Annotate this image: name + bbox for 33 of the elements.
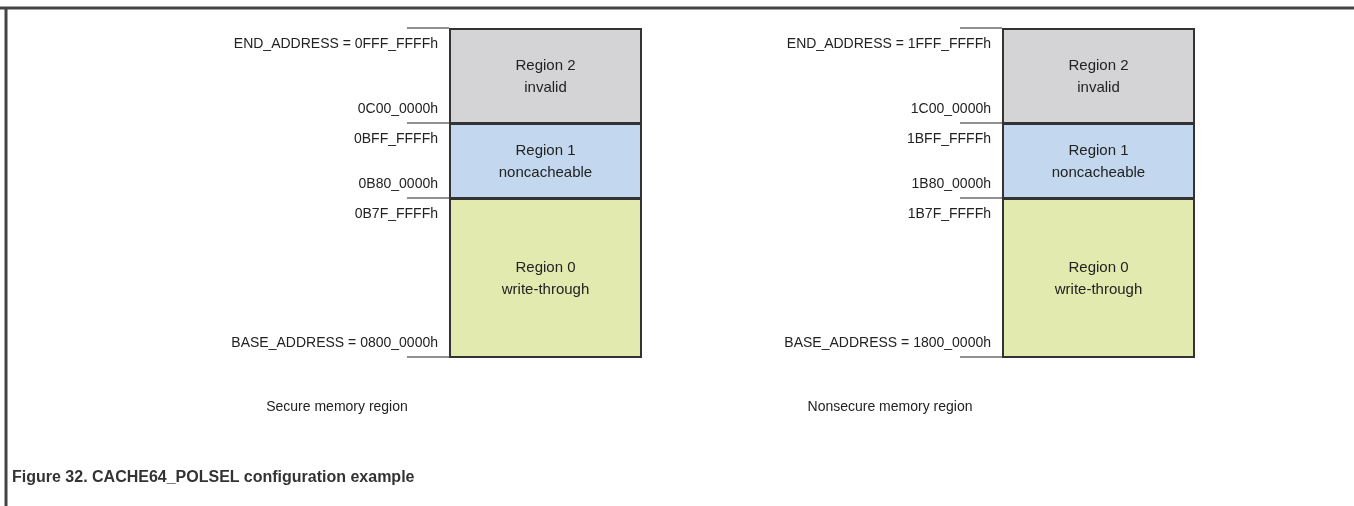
address-label: END_ADDRESS = 0FFF_FFFFh	[233, 35, 438, 51]
address-label: BASE_ADDRESS = 0800_0000h	[231, 334, 438, 350]
address-label: 0B80_0000h	[358, 175, 438, 191]
memory-region-box	[449, 28, 642, 124]
address-label: 0C00_0000h	[357, 100, 438, 116]
region-attribute: noncacheable	[498, 162, 593, 182]
address-label: 0BFF_FFFFh	[354, 130, 438, 146]
figure-caption: Figure 32. CACHE64_POLSEL configuration example	[12, 468, 415, 486]
panel-caption: Secure memory region	[266, 398, 408, 414]
region-name: Region 0	[1068, 257, 1129, 277]
region-attribute: noncacheable	[1051, 162, 1146, 182]
memory-region-box	[449, 123, 642, 199]
region-name: Region 1	[515, 140, 576, 160]
region-name: Region 1	[1068, 140, 1129, 160]
panel-caption: Nonsecure memory region	[807, 398, 973, 414]
address-label: 1B7F_FFFFh	[907, 205, 991, 221]
region-name: Region 2	[1068, 55, 1129, 75]
memory-region-box	[1002, 198, 1195, 358]
address-label: 0B7F_FFFFh	[354, 205, 438, 221]
address-label: END_ADDRESS = 1FFF_FFFFh	[786, 35, 991, 51]
address-label: 1C00_0000h	[910, 100, 991, 116]
region-attribute: write-through	[1054, 279, 1143, 299]
memory-region-box	[1002, 28, 1195, 124]
region-name: Region 2	[515, 55, 576, 75]
region-name: Region 0	[515, 257, 576, 277]
region-attribute: invalid	[524, 77, 567, 97]
memory-region-box	[449, 198, 642, 358]
memory-region-box	[1002, 123, 1195, 199]
address-label: 1B80_0000h	[911, 175, 991, 191]
address-label: 1BFF_FFFFh	[907, 130, 991, 146]
region-attribute: write-through	[501, 279, 590, 299]
address-label: BASE_ADDRESS = 1800_0000h	[784, 334, 991, 350]
region-attribute: invalid	[1077, 77, 1120, 97]
